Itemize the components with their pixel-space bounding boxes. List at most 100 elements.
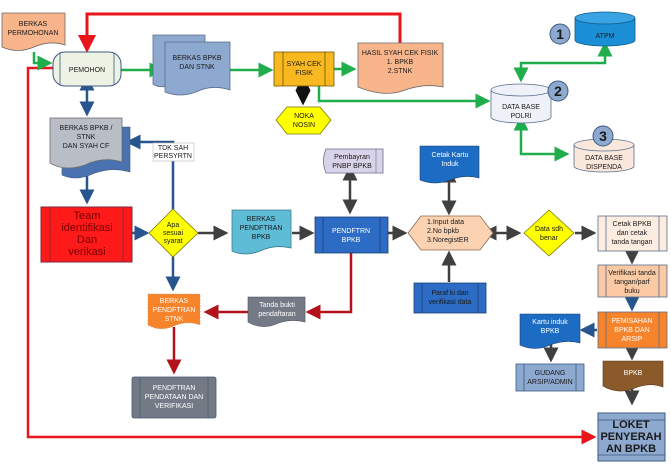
node-noka-nosin[interactable]: NOKA NOSIN xyxy=(275,106,332,135)
node-gudang-arsip[interactable]: GUDANG ARSIP/ADMIN xyxy=(515,363,585,392)
badge-number: 2 xyxy=(554,83,562,99)
label: Apa xyxy=(167,222,180,229)
node-pembayaran-pnbp[interactable]: Pembayran PNBP BPKB xyxy=(323,148,384,174)
label: GUDANG xyxy=(535,370,566,377)
node-bpkb-document[interactable]: BPKB xyxy=(602,360,664,392)
node-apa-sesuai-syarat[interactable]: Apa sesuai syarat xyxy=(148,208,199,258)
node-atpm[interactable]: ATPM xyxy=(574,11,636,47)
label: STNK xyxy=(77,134,96,141)
label: BPKB xyxy=(624,370,643,377)
label: Cetak BPKB xyxy=(613,221,652,228)
node-hasil-syah-cek-fisik[interactable]: HASIL SYAH CEK FISIK 1. BPKB 2.STNK xyxy=(357,42,444,94)
label: FISIK xyxy=(295,70,313,77)
label: benar xyxy=(540,235,559,242)
connector-apa-to-berkascf xyxy=(125,134,175,212)
badge-3: 3 xyxy=(592,125,614,147)
node-loket-penyerahan[interactable]: LOKET PENYERAH AN BPKB xyxy=(597,412,666,462)
label: BERKAS xyxy=(247,216,276,223)
label: 1. BPKB xyxy=(387,59,414,66)
label: DATA BASE xyxy=(502,104,540,111)
label: Team xyxy=(74,210,101,222)
label: Paraf ki dan xyxy=(431,290,468,297)
label: DATA BASE xyxy=(585,155,623,162)
label: TDK SAH xyxy=(158,145,188,152)
node-berkas-bpkb-stnk-syah-cf[interactable]: BERKAS BPKB / STNK DAN SYAH CF xyxy=(49,117,131,179)
label: Induk xyxy=(441,161,459,168)
label: sesuai xyxy=(163,230,184,237)
node-verifikasi-ttd[interactable]: Verifikasi tanda tangan/parf buku xyxy=(597,264,668,298)
label: ARSIP/ADMIN xyxy=(527,379,573,386)
label: verikasi xyxy=(68,246,105,258)
node-pemohon[interactable]: PEMOHON xyxy=(52,51,122,87)
node-cetak-kartu-induk[interactable]: Cetak Kartu Induk xyxy=(419,145,480,184)
node-berkas-pendftran-bpkb[interactable]: BERKAS PENDFTRAN BPKB xyxy=(231,209,292,255)
label: DAN SYAH CF xyxy=(63,143,110,150)
label: LOKET xyxy=(612,419,650,431)
connector-hasil-to-pemohon xyxy=(78,12,402,53)
label: tangan/parf xyxy=(614,279,649,286)
label: PENYERAH xyxy=(600,431,661,443)
connector-pendftrn-to-tanda xyxy=(305,253,353,320)
node-kartu-induk-bpkb[interactable]: Kartu induk BPKB xyxy=(519,313,581,349)
label: PNBP BPKB xyxy=(332,163,372,170)
label: 3.NoregistER xyxy=(427,237,469,244)
node-team-identifikasi[interactable]: Team identifikasi Dan verikasi xyxy=(40,206,133,263)
node-input-data[interactable]: 1.Input data 2.No bpkb 3.NoregistER xyxy=(407,215,494,251)
label: BERKAS BPKB / xyxy=(60,125,113,132)
label: 2.No bpkb xyxy=(427,228,459,235)
label: PENDFTRAN xyxy=(153,307,196,314)
connector-atpm-polri xyxy=(513,41,613,83)
label: VERIFIKASI xyxy=(155,403,194,410)
badge-number: 1 xyxy=(556,26,564,42)
label: PENDATAAN DAN xyxy=(145,394,203,401)
node-berkas-bpkb-stnk[interactable]: BERKAS BPKB DAN STNK xyxy=(152,34,231,96)
label: Pembayran xyxy=(334,154,370,161)
label: PEMISAHAN xyxy=(611,318,652,325)
label: BPKB DAN xyxy=(614,327,649,334)
label: PENDFTRAN xyxy=(240,225,283,232)
label: PENDFTRN xyxy=(332,228,370,235)
node-paraf-verifikasi[interactable]: Paraf ki dan verifikasi data xyxy=(413,282,487,314)
badge-number: 3 xyxy=(599,128,607,144)
label: PERSYRTN xyxy=(154,153,192,160)
label: BPKB xyxy=(541,328,560,335)
label: DAN STNK xyxy=(179,64,215,71)
node-data-sdh-benar[interactable]: Data sdh benar xyxy=(523,209,575,257)
label: AN BPKB xyxy=(606,443,656,455)
label: tanda tangan xyxy=(612,239,653,246)
label: BERKAS BPKB xyxy=(172,55,221,62)
label: verifikasi data xyxy=(429,299,472,306)
node-syah-cek-fisik[interactable]: SYAH CEK FISIK xyxy=(273,51,335,87)
node-database-polri[interactable]: DATA BASE POLRI xyxy=(490,83,552,124)
node-berkas-permohonan[interactable]: BERKAS PERMOHONAN xyxy=(1,12,66,51)
label: BPKB xyxy=(342,237,361,244)
label: STNK xyxy=(165,316,184,323)
connector-syah-to-polri xyxy=(317,86,491,109)
node-pendftrn-bpkb[interactable]: PENDFTRN BPKB xyxy=(314,216,389,254)
node-pendftran-pendataan[interactable]: PENDFTRAN PENDATAAN DAN VERIFIKASI xyxy=(131,376,217,419)
label: 2.STNK xyxy=(388,68,413,75)
label: PEMOHON xyxy=(69,67,105,74)
badge-2: 2 xyxy=(547,80,569,102)
connector-permohonan-to-pemohon xyxy=(32,52,53,71)
label: ARSIP xyxy=(621,336,642,343)
label: 1.Input data xyxy=(427,219,464,226)
label: identifikasi xyxy=(61,222,112,234)
node-tanda-bukti[interactable]: Tanda bukti pendaftaran xyxy=(247,296,306,327)
label: NOSIN xyxy=(293,122,315,129)
label: NOKA xyxy=(294,113,314,120)
label: dan cetak xyxy=(617,230,648,237)
label: BERKAS xyxy=(160,298,189,305)
label: buku xyxy=(624,288,639,295)
label: POLRI xyxy=(510,113,531,120)
label: pendaftaran xyxy=(258,311,295,318)
label: Cetak Kartu xyxy=(432,152,469,159)
label: Verifikasi tanda xyxy=(608,270,656,277)
label-tdk-sah-persyrtn: TDK SAH PERSYRTN xyxy=(152,142,195,162)
label: Tanda bukti xyxy=(259,302,295,309)
node-berkas-pendftran-stnk[interactable]: BERKAS PENDFTRAN STNK xyxy=(147,293,201,330)
node-pemisahan[interactable]: PEMISAHAN BPKB DAN ARSIP xyxy=(597,311,668,349)
node-cetak-bpkb[interactable]: Cetak BPKB dan cetak tanda tangan xyxy=(597,215,668,252)
label: ATPM xyxy=(596,33,615,40)
